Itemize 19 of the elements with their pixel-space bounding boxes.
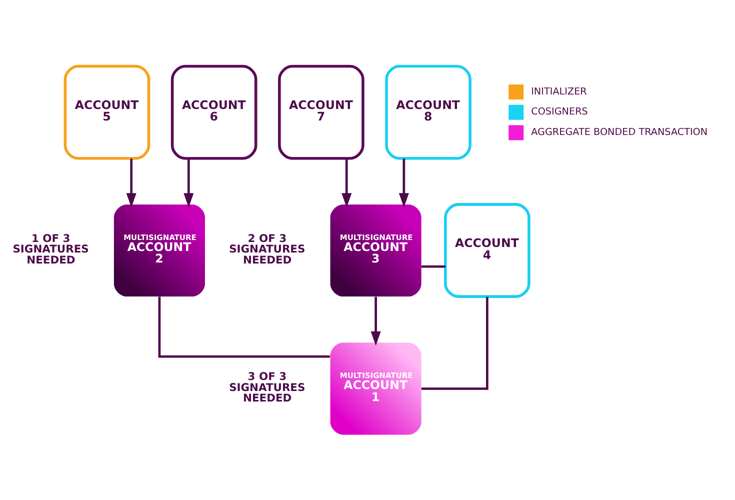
arrow bbox=[184, 158, 194, 208]
connector bbox=[421, 296, 488, 390]
connector bbox=[158, 296, 330, 358]
connector bbox=[421, 264, 446, 268]
node-box: ACCOUNT 6 bbox=[170, 64, 258, 160]
node-label: 1 OF 3 SIGNATURES NEEDED bbox=[12, 231, 89, 266]
legend-label: INITIALIZER bbox=[531, 86, 587, 97]
arrow bbox=[398, 158, 409, 208]
arrow bbox=[370, 296, 381, 346]
node-label: 3 OF 3 SIGNATURES NEEDED bbox=[229, 370, 306, 404]
arrow bbox=[342, 158, 352, 208]
node-label: 2 OF 3 SIGNATURES NEEDED bbox=[229, 231, 306, 266]
legend-label: AGGREGATE BONDED TRANSACTION bbox=[531, 126, 708, 138]
node-box: ACCOUNT 8 bbox=[385, 64, 472, 160]
arrow bbox=[126, 158, 136, 208]
node-box: ACCOUNT 4 bbox=[444, 202, 530, 298]
node-box: ACCOUNT 7 bbox=[278, 64, 364, 160]
legend-label: COSIGNERS bbox=[531, 106, 588, 118]
node-box: ACCOUNT 5 bbox=[64, 64, 150, 160]
